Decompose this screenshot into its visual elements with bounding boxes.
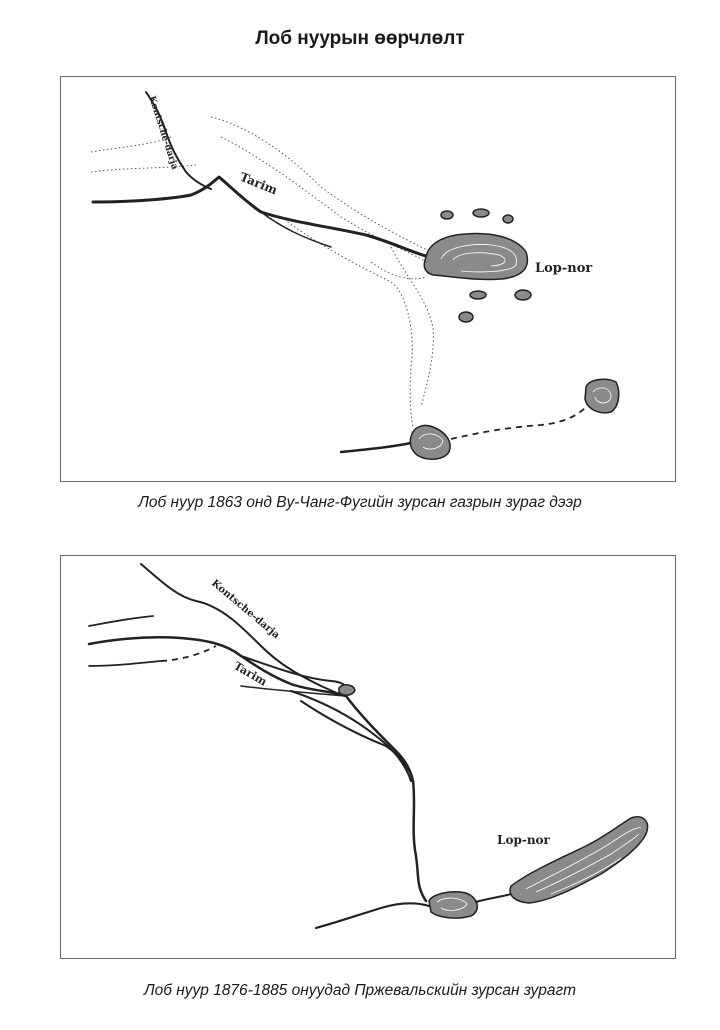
tarim-lower: [290, 690, 412, 782]
lopnor-lake: [509, 816, 649, 904]
southern-river: [339, 441, 413, 454]
old-channel: [390, 246, 434, 408]
small-lake: [338, 684, 356, 696]
map-1876-1885: Lop-nor Tarim Kontsche-darja: [60, 555, 676, 959]
tarim-lower: [344, 694, 428, 903]
label-kontsche: Kontsche-darja: [146, 95, 179, 171]
old-channel: [370, 261, 427, 280]
kontsche-darja-river: [145, 91, 212, 190]
small-lake: [472, 208, 490, 218]
tarim-branch: [240, 685, 347, 697]
kontsche-darja-river: [140, 563, 347, 697]
map-1863-canvas: Lop-nor Tarim Kontsche-darja: [90, 91, 620, 460]
western-stream: [88, 615, 154, 627]
old-channel: [280, 216, 414, 428]
western-stream: [88, 660, 162, 667]
tarim-river: [91, 175, 431, 259]
caption-map-1876-1885: Лоб нуур 1876-1885 онуудад Пржевальскийн…: [143, 982, 577, 999]
small-lake: [514, 289, 532, 301]
old-channel: [220, 136, 427, 263]
label-lopnor: Lop-nor: [497, 833, 551, 847]
small-lake: [458, 311, 474, 323]
old-channel: [90, 136, 172, 153]
tarim-lower: [300, 700, 414, 782]
label-lopnor: Lop-nor: [535, 261, 592, 276]
eastern-lake: [584, 378, 620, 414]
small-lake: [502, 214, 514, 224]
connecting-channel: [475, 893, 512, 903]
map-1863: Lop-nor Tarim Kontsche-darja: [60, 76, 676, 482]
western-lake: [428, 891, 478, 919]
small-lake: [469, 290, 487, 300]
southern-lake: [409, 424, 451, 460]
southern-river: [314, 902, 431, 930]
dashed-route: [450, 406, 587, 440]
caption-map-1863: Лоб нуур 1863 онд Ву-Чанг-Фугийн зурсан …: [138, 494, 582, 511]
map-1876-1885-canvas: Lop-nor Tarim Kontsche-darja: [87, 563, 649, 930]
label-tarim: Tarim: [238, 170, 280, 198]
tarim-branch: [260, 211, 332, 248]
old-channel: [90, 164, 197, 173]
dashed-channel: [160, 645, 217, 662]
lopnor-lake: [423, 232, 529, 281]
page-title: Лоб нуурын өөрчлөлт: [255, 28, 465, 49]
tarim-river: [87, 636, 348, 698]
small-lake: [440, 210, 454, 220]
